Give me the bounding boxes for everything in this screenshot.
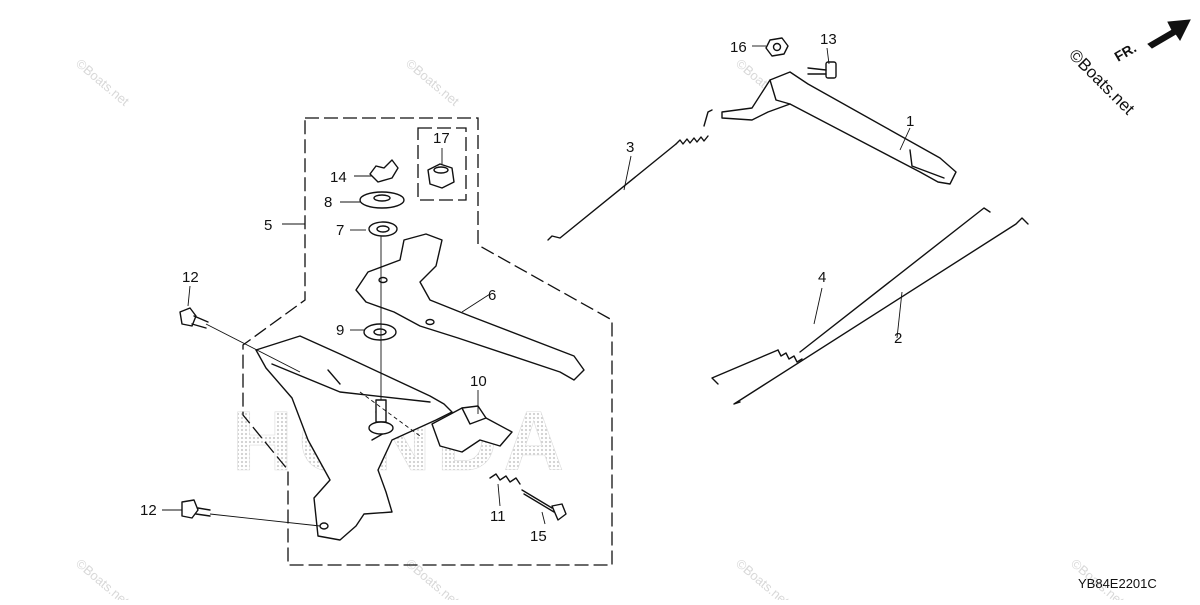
part-4-rod xyxy=(711,207,991,385)
part-8-washer xyxy=(359,191,405,209)
part-2-rod xyxy=(733,217,1029,405)
watermark-text: ©Boats.net xyxy=(73,556,132,600)
callout-14: 14 xyxy=(330,169,347,186)
part-6-arm xyxy=(355,233,585,381)
watermark-text: ©Boats.net xyxy=(73,56,132,109)
part-12-bolt-top xyxy=(179,307,209,329)
callout-15: 15 xyxy=(530,528,547,545)
diagram-code: YB84E2201C xyxy=(1078,576,1157,591)
front-direction-indicator: FR. xyxy=(1112,19,1191,65)
watermark-text: ©Boats.net xyxy=(403,56,462,109)
front-arrow-icon xyxy=(1147,19,1191,49)
callout-1: 1 xyxy=(906,113,914,130)
part-7-bushing xyxy=(368,221,398,237)
part-11-spring xyxy=(489,473,521,485)
callout-12-bottom: 12 xyxy=(140,502,157,519)
part-12-bolt-bottom xyxy=(181,499,211,519)
callout-6: 6 xyxy=(488,287,496,304)
callout-9: 9 xyxy=(336,322,344,339)
watermark-layer: ©Boats.net ©Boats.net ©Boats.net ©Boats.… xyxy=(73,56,1127,605)
callout-5: 5 xyxy=(264,217,272,234)
part-14-wing-nut xyxy=(369,159,399,183)
watermark-text: ©Boats.net xyxy=(403,556,462,600)
watermark-text: ©Boats.net xyxy=(733,556,792,600)
nut-inset-box xyxy=(417,127,467,201)
part-3-rod xyxy=(547,109,713,241)
callout-8: 8 xyxy=(324,194,332,211)
callout-4: 4 xyxy=(818,269,826,286)
part-15-bolt xyxy=(521,489,567,521)
part-16-nut xyxy=(765,37,789,57)
front-label: FR. xyxy=(1112,39,1140,64)
part-10-bracket xyxy=(431,405,513,453)
part-1-lever xyxy=(721,71,957,185)
assembly-outline xyxy=(242,117,613,566)
callout-2: 2 xyxy=(894,330,902,347)
callout-10: 10 xyxy=(470,373,487,390)
part-17-nut xyxy=(427,163,455,189)
callout-13: 13 xyxy=(820,31,837,48)
part-9-washer xyxy=(363,323,397,341)
callout-11: 11 xyxy=(490,508,506,525)
callout-17: 17 xyxy=(433,130,450,147)
callout-7: 7 xyxy=(336,222,344,239)
callout-3: 3 xyxy=(626,139,634,156)
leader-lines xyxy=(162,45,911,527)
callout-12-top: 12 xyxy=(182,269,199,286)
base-bracket xyxy=(255,335,453,541)
part-13-bolt xyxy=(807,61,837,79)
callouts: 1 2 3 4 5 6 7 8 9 10 11 12 12 13 14 15 1… xyxy=(140,31,914,545)
callout-16: 16 xyxy=(730,39,747,56)
